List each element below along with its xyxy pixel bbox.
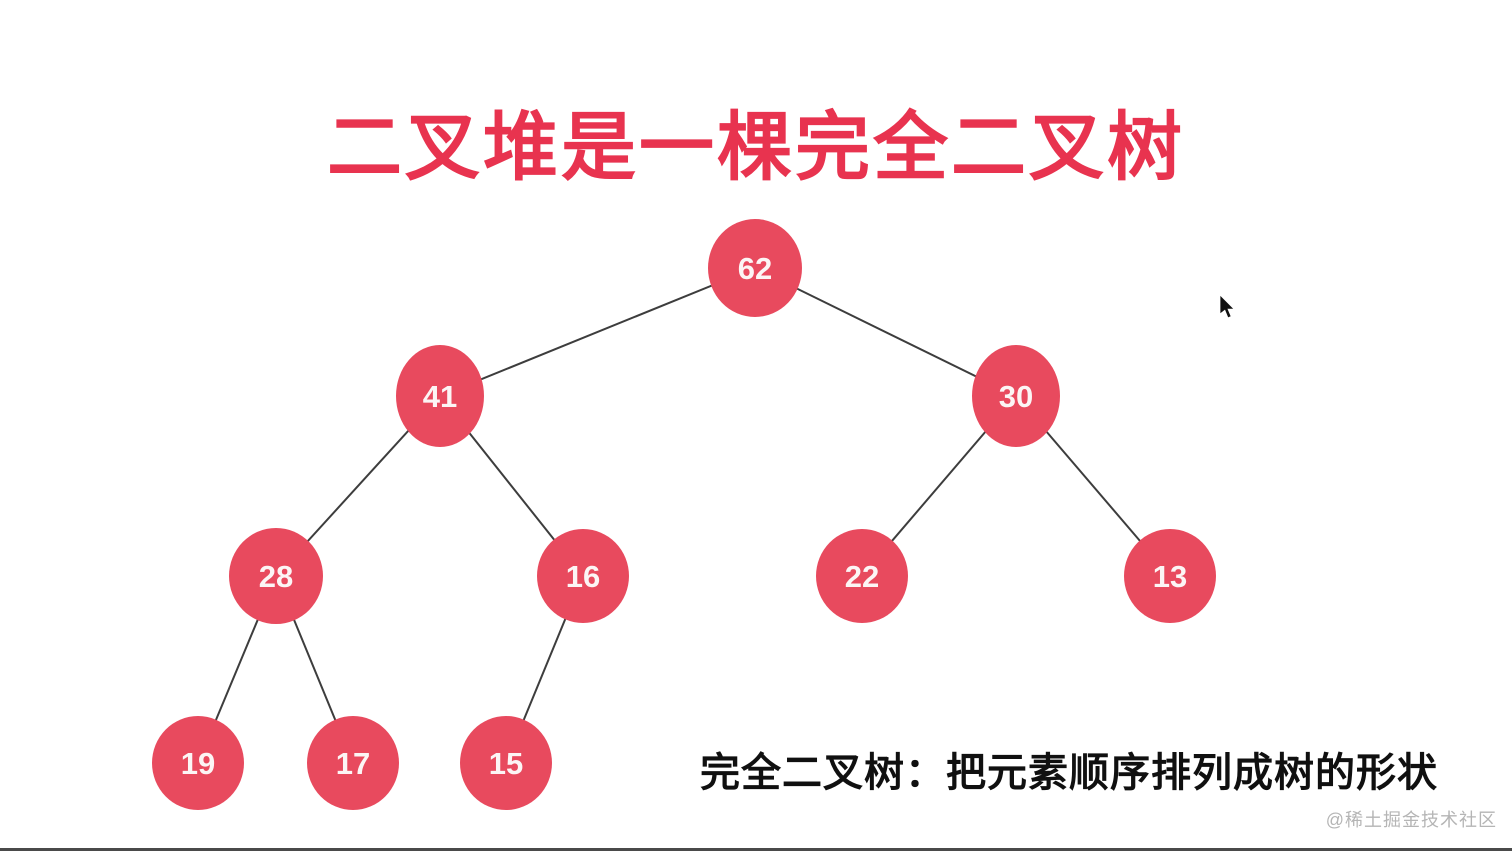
page-title: 二叉堆是一棵完全二叉树 [326,105,1185,189]
tree-node-label: 16 [566,559,600,594]
tree-node-circle [708,219,802,317]
tree-edge [439,267,756,397]
tree-node-circle [1124,529,1216,623]
tree-node-circle [460,716,552,810]
tree-node-label: 28 [259,559,293,594]
tree-edge [754,267,1017,397]
tree-node: 22 [816,529,908,623]
mouse-cursor-icon [1220,295,1235,318]
tree-node: 16 [537,529,629,623]
tree-node-circle [229,528,323,624]
tree-node: 15 [460,716,552,810]
tree-node-circle [152,716,244,810]
tree-node: 13 [1124,529,1216,623]
tree-node-label: 13 [1153,559,1187,594]
tree-node-label: 22 [845,559,879,594]
tree-node-label: 30 [999,379,1033,414]
bottom-edge-line [0,848,1512,851]
tree-node-label: 17 [336,746,370,781]
tree-node-label: 62 [738,251,772,286]
tree-node: 19 [152,716,244,810]
caption-text: 完全二叉树：把元素顺序排列成树的形状 [700,751,1438,795]
cursor-arrow-shape [1220,295,1235,318]
tree-node-circle [972,345,1060,447]
tree-node: 30 [972,345,1060,447]
tree-node: 28 [229,528,323,624]
watermark: @稀土掘金技术社区 [1325,810,1497,830]
tree-node-circle [396,345,484,447]
tree-node: 41 [396,345,484,447]
tree-node-label: 41 [423,379,457,414]
tree-node-circle [816,529,908,623]
tree-node-label: 15 [489,746,523,781]
tree-node-circle [537,529,629,623]
tree-node-circle [307,716,399,810]
tree-node: 17 [307,716,399,810]
tree-node-label: 19 [181,746,215,781]
tree-node: 62 [708,219,802,317]
